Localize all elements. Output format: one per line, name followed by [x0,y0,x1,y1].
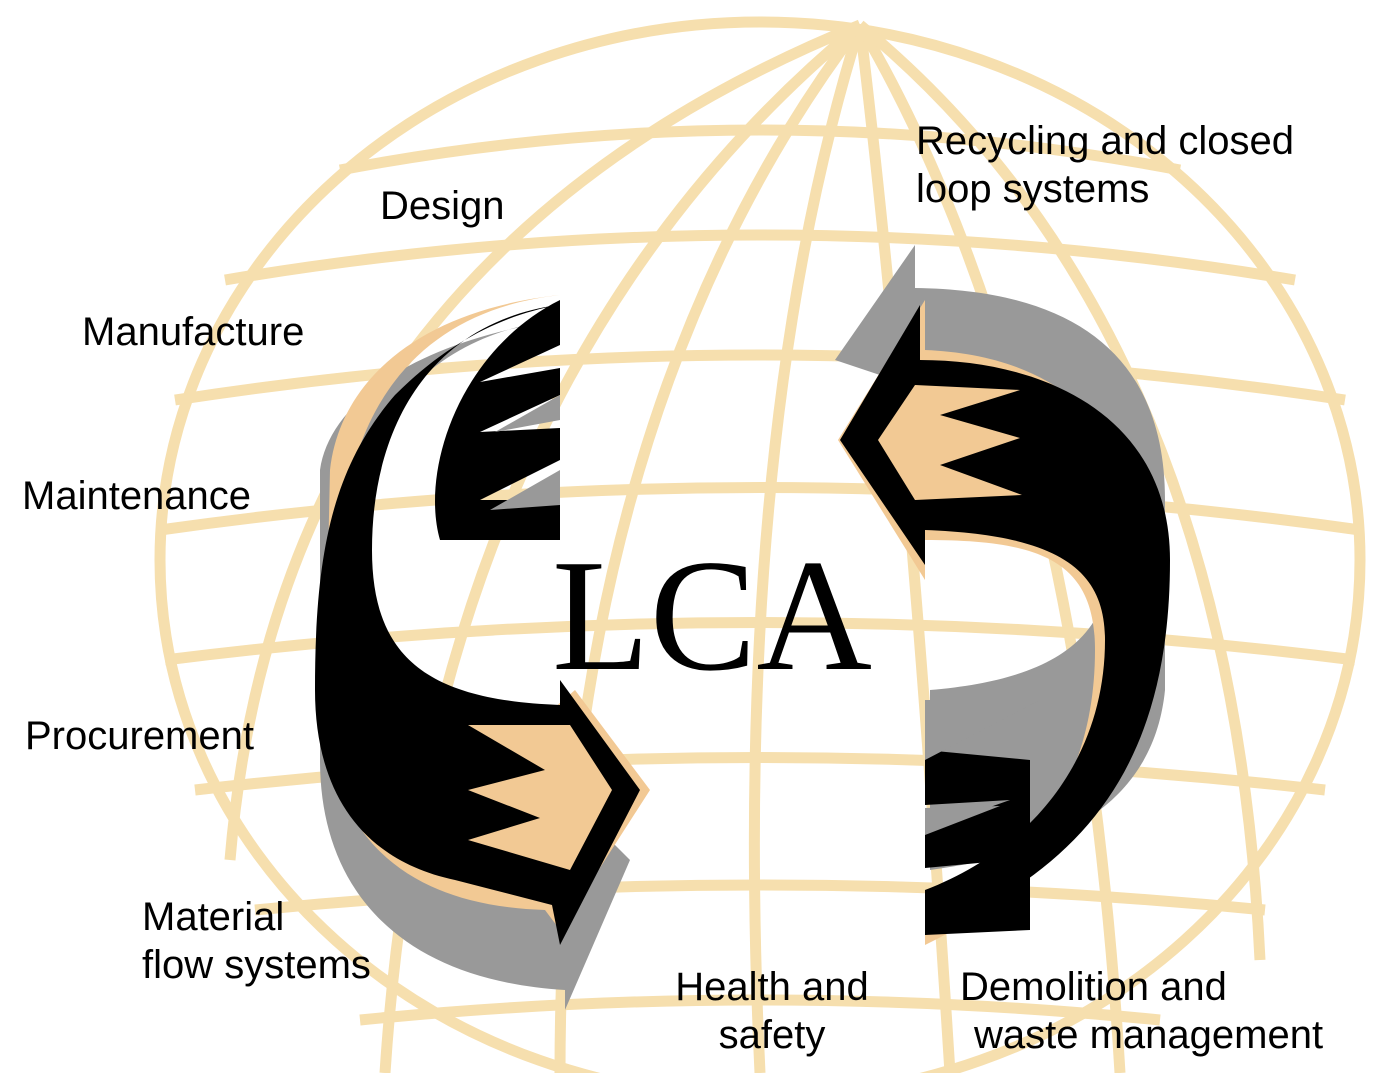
label-recycling-line2: loop systems [916,167,1150,211]
label-maintenance: Maintenance [22,474,252,518]
label-health-line2: safety [718,1013,826,1057]
label-material-line2: flow systems [142,943,371,987]
curved-arrow-icon [835,245,1170,945]
label-material-line1: Material [142,895,285,939]
label-health-line1: Health and [675,965,869,1009]
label-demolition-line1: Demolition and [960,965,1227,1009]
center-title: LCA [552,526,872,704]
label-demolition-line2: waste management [974,1013,1324,1057]
label-recycling: Recycling and closed loop systems [916,117,1294,213]
label-material-flow: Material flow systems [142,893,371,989]
label-recycling-line1: Recycling and closed [916,119,1294,163]
label-manufacture: Manufacture [82,310,305,354]
label-demolition: Demolition and waste management [960,963,1323,1059]
label-health-safety: Health and safety [652,963,892,1059]
label-procurement: Procurement [25,714,254,758]
curved-arrow-icon [315,295,650,1010]
label-design: Design [380,184,505,228]
